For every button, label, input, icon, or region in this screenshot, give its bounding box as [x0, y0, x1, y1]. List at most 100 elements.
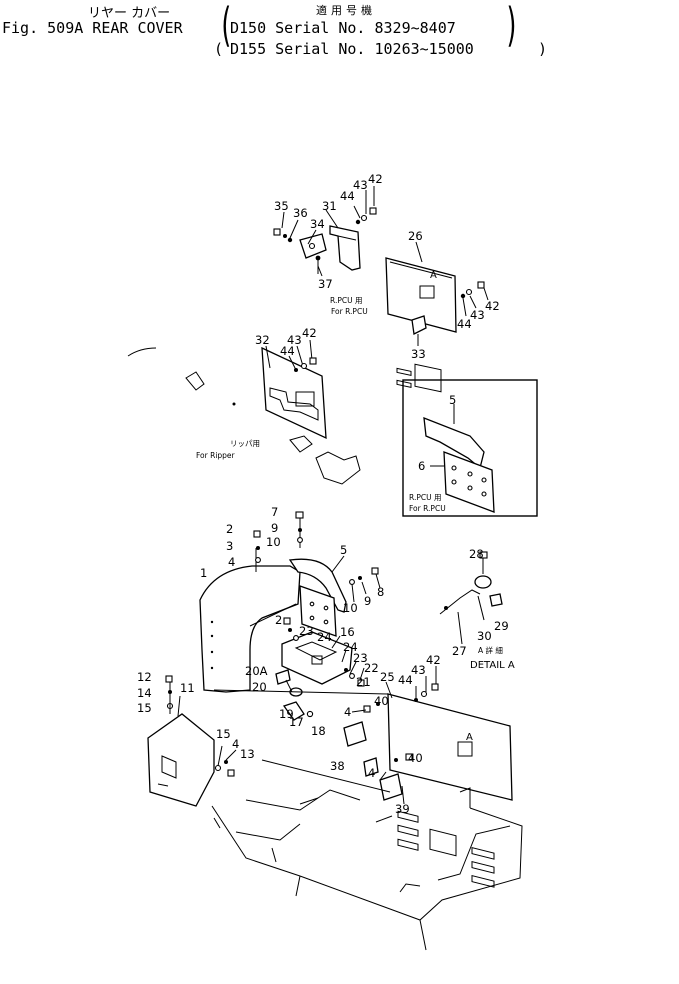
part-label: 5 — [449, 393, 456, 407]
part-label: 13 — [240, 747, 255, 761]
part-label: 11 — [180, 681, 195, 695]
parts-17-18-19 — [282, 701, 314, 721]
part-label: 42 — [426, 653, 441, 667]
part-label: 3 — [226, 539, 233, 553]
cover-26 — [385, 257, 457, 393]
part-label: 33 — [411, 347, 426, 361]
jp-title: リヤー カバー — [88, 6, 171, 21]
open-paren-icon: ( — [214, 40, 224, 58]
note-ripper-jp: リッパ用 — [230, 439, 260, 448]
mark-a-top: A — [430, 270, 437, 281]
part-label: 23 — [353, 651, 368, 665]
plate-20a — [275, 669, 291, 685]
bracket-31 — [329, 225, 361, 271]
part-label: 24 — [343, 640, 358, 654]
part-label: 44 — [280, 344, 295, 358]
part-label: 38 — [330, 759, 345, 773]
part-label: 24 — [317, 630, 332, 644]
rear-cover-1 — [199, 565, 301, 693]
bracket-39 — [379, 773, 403, 801]
part-label: 25 — [380, 670, 395, 684]
bracket-34 — [299, 233, 327, 259]
part-label: 10 — [266, 535, 281, 549]
part-label: 12 — [137, 670, 152, 684]
part-label: 14 — [137, 686, 152, 700]
mark-a-main: A — [466, 732, 473, 743]
bolt-35 — [273, 228, 287, 238]
cover-25 — [387, 693, 513, 888]
part-label: 20 — [252, 680, 267, 694]
part-label: 32 — [255, 333, 270, 347]
bracket-33 — [411, 315, 427, 335]
part-label: 4 — [228, 555, 235, 569]
part-label: 43 — [470, 308, 485, 322]
close-bracket-icon: ) — [504, 0, 520, 52]
part-label: 10 — [343, 601, 358, 615]
note-ripper-en: For Ripper — [196, 451, 236, 460]
part-label: 42 — [302, 326, 317, 340]
part-label: 42 — [368, 172, 383, 186]
part-label: 29 — [494, 619, 509, 633]
part-label: 34 — [310, 217, 325, 231]
part-label: 27 — [452, 644, 467, 658]
close-paren-icon: ) — [538, 40, 548, 58]
part-label: 20A — [245, 664, 268, 678]
part-label: 4 — [232, 737, 239, 751]
part-label: 4 — [344, 705, 351, 719]
note-rpcu-box-en: For R.PCU — [409, 504, 446, 513]
part-label: 6 — [418, 459, 425, 473]
part-label: 9 — [271, 521, 278, 535]
fasteners-42-44-right — [460, 281, 485, 299]
part-label: 35 — [274, 199, 289, 213]
part-label: 19 — [279, 707, 294, 721]
part-label: 43 — [353, 178, 368, 192]
note-rpcu-jp: R.PCU 用 — [330, 296, 362, 305]
part-label: 44 — [457, 317, 472, 331]
note-rpcu-en: For R.PCU — [331, 307, 368, 316]
part-label: 2 — [275, 613, 282, 627]
part-label: 21 — [356, 675, 371, 689]
part-label: 15 — [216, 727, 231, 741]
part-label: 40 — [374, 694, 389, 708]
part-label: 39 — [395, 802, 410, 816]
part-label: 30 — [477, 629, 492, 643]
serial-d150: D150 Serial No. 8329~8407 — [230, 19, 456, 37]
bracket-38 — [363, 757, 379, 777]
open-bracket-icon: ( — [218, 0, 234, 52]
part-label: 43 — [287, 333, 302, 347]
figure-title: Fig. 509A REAR COVER — [2, 19, 183, 37]
part-label: 22 — [364, 661, 379, 675]
part-label: 37 — [318, 277, 333, 291]
part-label: 44 — [398, 673, 413, 687]
part-label: 7 — [271, 505, 278, 519]
part-label: 44 — [340, 189, 355, 203]
washer-36 — [287, 237, 293, 243]
note-rpcu-box-jp: R.PCU 用 — [409, 493, 441, 502]
part-label: 5 — [340, 543, 347, 557]
part-label: 8 — [377, 585, 384, 599]
part-label: 26 — [408, 229, 423, 243]
note-detail-a: DETAIL A — [470, 660, 515, 671]
jp-applicable: 適用号機 — [316, 4, 376, 17]
bolt-37 — [315, 255, 321, 274]
side-cover-11 — [147, 713, 215, 807]
fasteners-42-44-top — [355, 207, 377, 225]
part-label: 15 — [137, 701, 152, 715]
part-label: 31 — [322, 199, 337, 213]
part-label: 1 — [200, 566, 207, 580]
part-label: 17 — [289, 715, 304, 729]
detail-a-parts — [439, 551, 503, 645]
part-label: 16 — [340, 625, 355, 639]
part-label: 36 — [293, 206, 308, 220]
part-label: 9 — [364, 594, 371, 608]
bracket-5-main — [288, 558, 347, 637]
part-20 — [285, 679, 303, 697]
serial-d155: D155 Serial No. 10263~15000 — [230, 40, 474, 58]
bracket-4-40 — [343, 702, 380, 747]
frame-structure — [211, 689, 523, 951]
note-detail-jp: A 詳 細 — [478, 645, 503, 655]
part-label: 42 — [485, 299, 500, 313]
part-label: 40 — [408, 751, 423, 765]
part-label: 28 — [469, 547, 484, 561]
